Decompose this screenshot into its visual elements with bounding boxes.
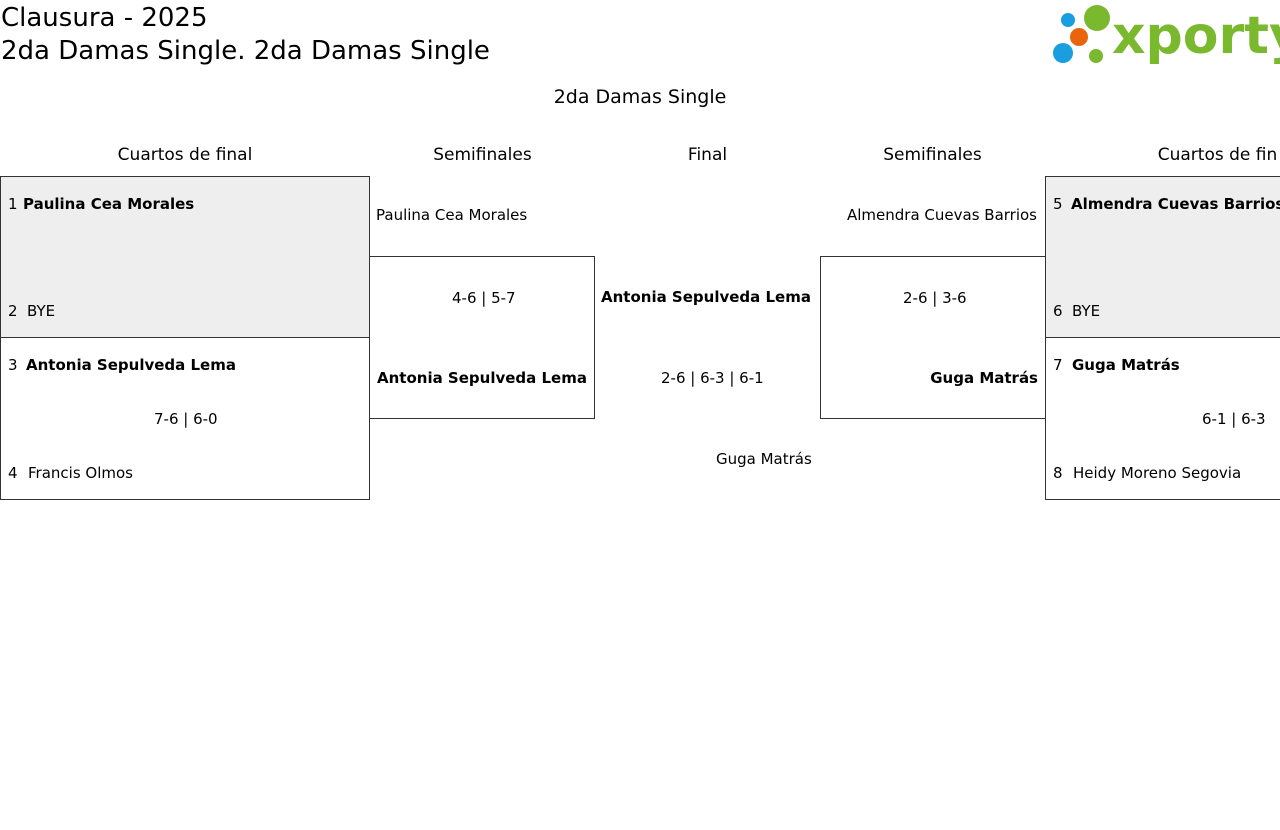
round-header-left-semifinals: Semifinales <box>433 145 532 165</box>
player-name[interactable]: Francis Olmos <box>28 464 133 482</box>
player-name[interactable]: BYE <box>1072 302 1101 320</box>
seed-number: 2 <box>8 302 18 320</box>
xporty-logo: xporty <box>1050 4 1280 68</box>
player-name[interactable]: Heidy Moreno Segovia <box>1073 464 1242 482</box>
logo-wordmark: xporty <box>1112 6 1280 66</box>
seed-number: 8 <box>1053 464 1063 482</box>
round-header-right-quarterfinals: Cuartos de fin <box>1157 145 1278 165</box>
seed-number: 6 <box>1053 302 1063 320</box>
seed-number: 4 <box>8 464 18 482</box>
player-name[interactable]: Antonia Sepulveda Lema <box>377 369 587 387</box>
left-qf-match-2[interactable]: 3 Antonia Sepulveda Lema 7-6 | 6-0 4 Fra… <box>0 337 370 500</box>
match-score: 7-6 | 6-0 <box>154 410 218 428</box>
left-qf-match-1[interactable]: 1 Paulina Cea Morales 2 BYE <box>0 176 370 338</box>
final-score: 2-6 | 6-3 | 6-1 <box>661 369 764 387</box>
player-name[interactable]: Paulina Cea Morales <box>23 195 195 213</box>
match-score: 6-1 | 6-3 <box>1202 410 1266 428</box>
left-sf-player-1[interactable]: Paulina Cea Morales <box>376 206 528 224</box>
tournament-subtitle: 2da Damas Single. 2da Damas Single <box>1 36 490 66</box>
seed-number: 5 <box>1053 195 1063 213</box>
right-sf-player-1[interactable]: Almendra Cuevas Barrios <box>847 206 1037 224</box>
right-qf-match-1[interactable]: 5 Almendra Cuevas Barrios 6 BYE <box>1045 176 1280 338</box>
seed-number: 7 <box>1053 356 1063 374</box>
final-player-2[interactable]: Guga Matrás <box>716 450 812 468</box>
category-title: 2da Damas Single <box>553 86 727 108</box>
player-name[interactable]: BYE <box>27 302 56 320</box>
right-sf-match[interactable]: 2-6 | 3-6 Guga Matrás <box>820 256 1046 419</box>
player-name[interactable]: Almendra Cuevas Barrios <box>1071 195 1280 213</box>
round-header-final: Final <box>687 145 728 165</box>
match-score: 4-6 | 5-7 <box>452 289 516 307</box>
left-sf-match[interactable]: 4-6 | 5-7 Antonia Sepulveda Lema <box>369 256 595 419</box>
final-player-1[interactable]: Antonia Sepulveda Lema <box>601 288 811 306</box>
seed-number: 3 <box>8 356 18 374</box>
match-score: 2-6 | 3-6 <box>903 289 967 307</box>
tournament-title: Clausura - 2025 <box>1 3 208 33</box>
seed-number: 1 <box>8 195 18 213</box>
logo-dots-icon <box>1053 5 1110 63</box>
round-header-right-semifinals: Semifinales <box>883 145 982 165</box>
round-header-left-quarterfinals: Cuartos de final <box>117 145 253 165</box>
player-name[interactable]: Antonia Sepulveda Lema <box>26 356 236 374</box>
player-name[interactable]: Guga Matrás <box>930 369 1038 387</box>
right-qf-match-2[interactable]: 7 Guga Matrás 6-1 | 6-3 8 Heidy Moreno S… <box>1045 337 1280 500</box>
player-name[interactable]: Guga Matrás <box>1072 356 1180 374</box>
